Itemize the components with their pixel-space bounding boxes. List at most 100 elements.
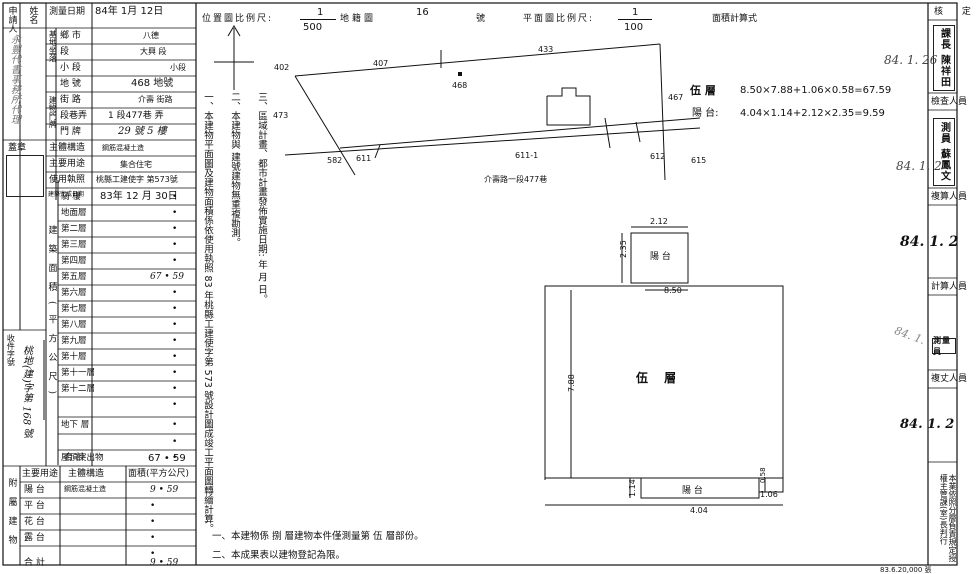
survey-month-unit: 月 — [127, 6, 138, 17]
location-label: 基地坐落 — [48, 30, 58, 62]
survey-year: 84 — [95, 6, 108, 17]
floor-total-label: 合 計 — [64, 453, 85, 463]
floor-row-label: 第十一層 — [61, 368, 96, 378]
floor-row-value: • — [172, 240, 178, 250]
plan-scale-bar — [618, 19, 652, 20]
approve-date: 84. 1. 26 — [884, 53, 938, 67]
row-a-3-value: 468 地號 — [131, 78, 174, 89]
parcel-582: 582 — [327, 156, 343, 165]
approve-stamp: 課長 陳祥田 — [933, 25, 955, 91]
calc-stamp: 測量員 — [932, 336, 956, 356]
floor-row-value: • — [172, 453, 178, 463]
floor-row-label: 第九層 — [61, 336, 87, 346]
row-c-1-value: 集合住宅 — [120, 160, 152, 169]
parcel-468: 468 — [452, 81, 468, 90]
review-date: 84. 1. 2 — [900, 234, 959, 250]
floor-row-label: 第五層 — [61, 272, 87, 282]
seal-stamp — [6, 155, 44, 197]
attach-row-area: • — [150, 533, 156, 543]
parcel-433: 433 — [538, 45, 554, 54]
floor-row-value: • — [172, 368, 178, 378]
survey-day-unit: 日 — [153, 6, 164, 17]
building-label: 建物門牌 — [48, 96, 58, 128]
ref-label: 收件字號 — [6, 334, 16, 366]
attach-group-label: 附屬建物 — [6, 478, 17, 554]
attach-row-structure: 鋼筋混凝土造 — [64, 485, 106, 493]
sheet-suffix: 號 — [476, 14, 486, 24]
row-a-3-label: 地 號 — [60, 79, 81, 89]
row-a-1-value: 大興 段 — [140, 47, 167, 56]
floor-row-label: 第十二層 — [61, 384, 96, 394]
row-a-0-label: 鄉 市 — [60, 31, 81, 41]
calc-line-0-formula: 8.50×7.88+1.06×0.58=67.59 — [740, 85, 892, 96]
copy-label: 複丈人員 — [931, 374, 968, 384]
survey-day: 12 — [140, 6, 154, 17]
attach-header-structure: 主體構造 — [68, 469, 105, 479]
floor-row-label: 騎 樓 — [61, 192, 81, 202]
check-label: 檢查人員 — [931, 97, 968, 107]
floors-group-label: 建築面積(平方公尺) — [46, 225, 57, 405]
attach-row-use: 平 台 — [24, 501, 45, 511]
row-b-1-label: 段巷弄 — [60, 111, 88, 121]
floor-row-value: • — [172, 420, 178, 430]
floor-row-value: • — [172, 320, 178, 330]
room-balcony-top: 陽 台 — [650, 252, 671, 262]
dim-1-14: 1.14 — [628, 479, 637, 497]
sheet-label: 地籍圖 — [340, 14, 377, 24]
dim-0-58: 0.58 — [759, 467, 767, 483]
attach-row-area: 9 • 59 — [150, 558, 179, 568]
sheet-no: 16 — [416, 7, 429, 18]
parcel-402: 402 — [274, 63, 290, 72]
floor-row-label: 第十層 — [61, 352, 87, 362]
dim-1-06: 1.06 — [760, 490, 778, 499]
road-label: 介壽路一段477巷 — [484, 175, 548, 184]
row-b-2-label: 門 牌 — [60, 127, 81, 137]
floor-row-value: • — [172, 437, 178, 447]
calc-title: 面積計算式 — [712, 14, 758, 24]
floor-row-label: 第八層 — [61, 320, 87, 330]
location-scale-num: 1 — [317, 7, 324, 18]
note-vertical-1: 一、本建物平面圖及建物面積係依使用執照 83 年桃縣工建使字第 573 號設計圖… — [201, 92, 213, 534]
row-c-3-label: 建築完成日期 — [48, 191, 85, 198]
calc-line-0-label: 伍 層 — [690, 84, 716, 97]
floor-row-value: • — [172, 400, 178, 410]
attach-row-use: 花 台 — [24, 517, 45, 527]
applicant-name-value: 永豐代書事務所代理 — [8, 34, 20, 124]
row-b-0-label: 街 路 — [60, 95, 81, 105]
seal-label: 蓋章 — [8, 143, 27, 153]
dim-8-50: 8.50 — [664, 286, 682, 295]
floor-row-label: 第七層 — [61, 304, 87, 314]
survey-month: 1 — [120, 6, 128, 17]
parcel-473: 473 — [273, 111, 289, 120]
room-main: 伍 層 — [636, 371, 683, 385]
floor-row-value: • — [172, 336, 178, 346]
parcel-612: 612 — [650, 152, 666, 161]
floor-row-value: • — [172, 192, 178, 202]
attach-row-use: 合 計 — [24, 558, 45, 568]
floor-row-value: • — [172, 256, 178, 266]
attach-header-use: 主要用途 — [22, 469, 59, 479]
parcel-611: 611 — [356, 154, 372, 163]
calc-line-1-label: 陽 台: — [692, 108, 719, 119]
row-a-1-label: 段 — [60, 47, 70, 57]
floor-row-value: • — [172, 288, 178, 298]
review-label: 複算人員 — [931, 192, 968, 202]
floor-plan-title: 平面圖比例尺: — [523, 14, 595, 24]
ref-note: 桃地(建)字第 168 號 — [20, 345, 32, 439]
calc-line-1-formula: 4.04×1.14+2.12×2.35=9.59 — [740, 108, 885, 119]
applicant-label: 申請人 — [6, 6, 17, 33]
dim-2-35: 2.35 — [619, 240, 628, 258]
row-b-2-value: 29 號 5 樓 — [118, 126, 167, 137]
row-a-2-value: 小段 — [170, 63, 186, 72]
calc-label: 計算人員 — [931, 282, 968, 292]
floor-row-value: • — [172, 352, 178, 362]
floor-row-label: 地面層 — [61, 208, 87, 218]
attach-header-area: 面積(平方公尺) — [128, 469, 190, 479]
plan-scale-den: 100 — [624, 22, 644, 33]
parcel-467: 467 — [668, 93, 684, 102]
attach-row-area: • — [150, 501, 156, 511]
row-a-2-label: 小 段 — [60, 63, 81, 73]
row-c-3-value: 83年 12 月 30日 — [100, 191, 178, 202]
note-bottom-2: 二、本成果表以建物登記為限。 — [212, 550, 346, 561]
parcel-611-1: 611-1 — [515, 151, 539, 160]
